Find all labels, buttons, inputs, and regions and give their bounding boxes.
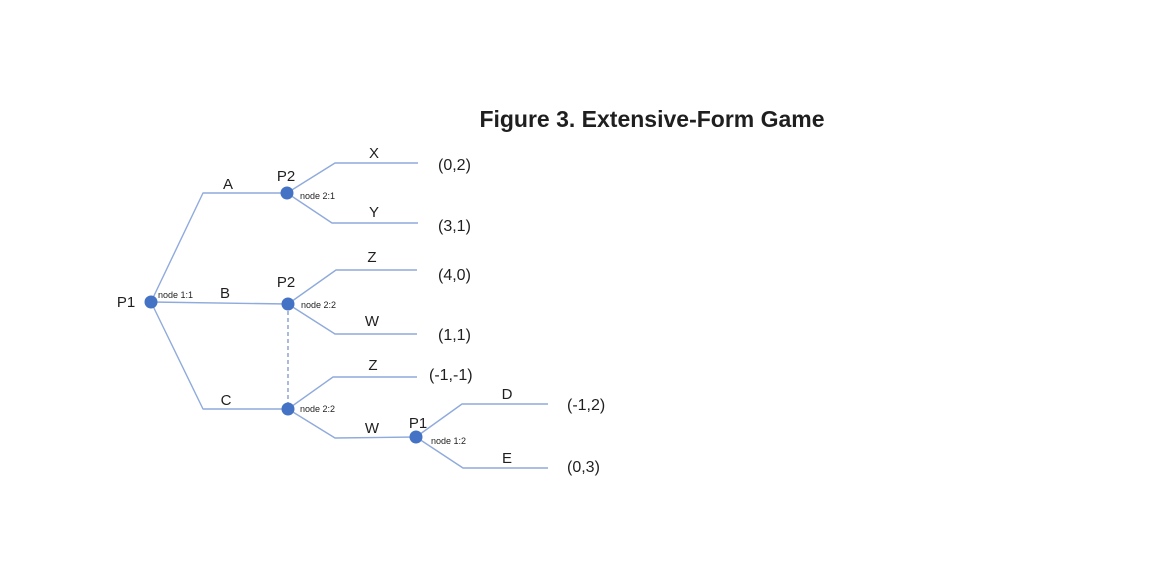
edge-a-line [150,192,287,303]
edge-w-upper-label: W [365,313,380,330]
edge-z-lower-label: Z [368,357,377,374]
edge-w-lower-label: W [365,420,380,437]
figure-title: Figure 3. Extensive-Form Game [479,106,824,132]
edge-z-upper-line [287,269,417,305]
node-tag-2-2-upper: node 2:2 [301,300,336,310]
player-label-node-2-1: P2 [277,168,295,185]
player-label-node-2-2: P2 [277,274,295,291]
edge-y-line [286,192,418,224]
decision-node-2-2-lower [281,402,295,416]
edge-b-line [150,301,289,305]
payoff-e: (0,3) [567,459,600,476]
node-tag-2-1: node 2:1 [300,191,335,201]
edge-z-upper-label: Z [367,249,376,266]
payoff-x: (0,2) [438,157,471,174]
player-label-node-1-2: P1 [409,415,427,432]
decision-node-1-1 [144,295,158,309]
payoff-z-lower: (-1,-1) [429,367,473,384]
edge-w-upper-line [287,303,417,335]
edge-c-label: C [221,392,232,409]
decision-node-1-2 [409,430,423,444]
decision-node-2-1 [280,186,294,200]
edge-x-line [286,162,418,194]
edge-z-lower-line [287,376,417,410]
node-tag-2-2-lower: node 2:2 [300,404,335,414]
edge-a-label: A [223,176,233,193]
edge-e-line [415,436,548,469]
edge-c-line [150,301,288,410]
decision-node-2-2-upper [281,297,295,311]
node-tag-1-2: node 1:2 [431,436,466,446]
edge-d-label: D [502,386,513,403]
node-tag-1-1: node 1:1 [158,290,193,300]
payoff-z-upper: (4,0) [438,267,471,284]
edge-e-label: E [502,450,512,467]
payoff-y: (3,1) [438,218,471,235]
edge-w-lower-line [287,408,417,439]
edge-x-label: X [369,145,379,162]
player-label-root: P1 [117,294,135,311]
edge-d-line [415,403,548,438]
payoff-d: (-1,2) [567,397,605,414]
edge-y-label: Y [369,204,379,221]
edge-b-label: B [220,285,230,302]
payoff-w-upper: (1,1) [438,327,471,344]
